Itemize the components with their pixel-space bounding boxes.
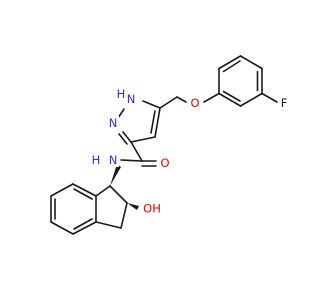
atom-fluorine-label: F: [281, 96, 288, 110]
atom-carbonyl-oxygen-label: O: [160, 156, 169, 170]
atom-amide-nh-hydrogen-label: H: [92, 153, 101, 167]
atom-pyrazole-n1-label: N: [127, 92, 136, 106]
bond: [142, 100, 161, 109]
atom-pyrazole-nh-hydrogen-label: H: [117, 87, 126, 101]
bond: [122, 131, 132, 143]
bond: [130, 136, 156, 143]
bond: [218, 55, 242, 70]
bond: [150, 110, 156, 134]
bond: [222, 90, 241, 102]
bond: [50, 183, 74, 197]
bond: [218, 92, 242, 107]
bond: [154, 107, 161, 138]
bond: [95, 185, 111, 197]
bond: [50, 221, 74, 235]
bond: [176, 96, 187, 103]
atom-hydroxyl-label: OH: [143, 202, 161, 216]
bond: [72, 183, 97, 197]
bond: [109, 185, 128, 204]
atom-label-layer: F O H N N O N H OH: [91, 87, 290, 216]
atom-pyrazole-n2-label: N: [109, 116, 118, 130]
bond: [159, 96, 178, 109]
wedge-layer: [110, 164, 139, 210]
stereo-wedge-bond: [127, 203, 139, 210]
bond: [239, 55, 263, 70]
bond: [73, 218, 93, 230]
bond: [73, 188, 93, 200]
chemical-structure-diagram: F O H N N O N H OH: [50, 55, 290, 235]
bond: [120, 159, 143, 162]
atom-amide-nitrogen-label: N: [109, 153, 118, 167]
atom-ether-oxygen-label: O: [190, 96, 199, 110]
bond: [239, 92, 263, 107]
bond: [222, 60, 241, 73]
bond: [72, 221, 97, 235]
bond: [120, 202, 128, 229]
bond: [203, 92, 220, 103]
bond: [95, 221, 122, 229]
bond: [130, 141, 143, 162]
bond-layer: [50, 55, 278, 235]
bond: [261, 92, 278, 103]
bond: [118, 133, 128, 145]
stereo-wedge-bond: [110, 164, 121, 186]
